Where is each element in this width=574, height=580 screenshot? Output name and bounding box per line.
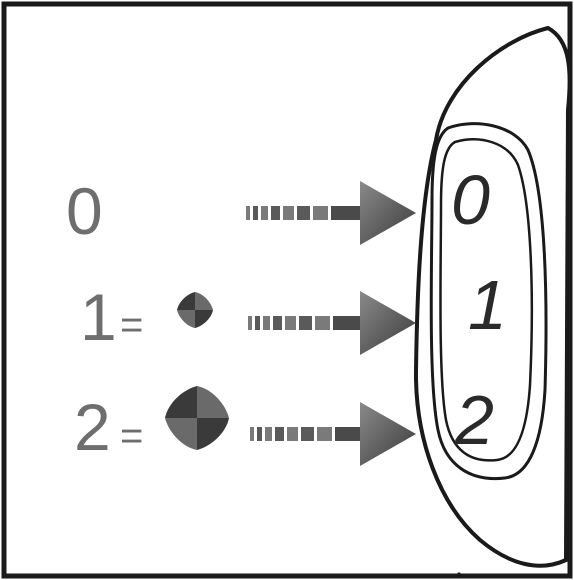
legend-label-1: 1	[80, 280, 117, 354]
arrow-dash	[250, 427, 254, 441]
arrow-head	[360, 402, 416, 466]
legend-label-2: 2	[74, 390, 111, 464]
dial-position-1: 1	[468, 266, 507, 344]
fan-large-icon	[164, 385, 230, 451]
dial-position-0: 0	[451, 161, 490, 239]
bottom-dot	[457, 572, 461, 576]
arrow-dash	[273, 316, 282, 330]
arrow-dash	[313, 206, 328, 220]
arrow-shaft	[335, 427, 362, 441]
pointer-arrows	[246, 181, 416, 466]
arrow-dash	[248, 316, 252, 330]
arrow-dash	[265, 427, 272, 441]
arrow-dash	[257, 427, 262, 441]
arrow-dash	[299, 316, 312, 330]
dashed-arrow-icon	[246, 181, 416, 245]
arrow-shaft	[333, 316, 362, 330]
fan-blade	[197, 386, 229, 418]
fan-blade	[176, 291, 195, 310]
arrow-dash	[271, 206, 280, 220]
fan-blade	[195, 292, 213, 310]
fan-blade	[197, 418, 230, 451]
legend-equals-1: =	[120, 303, 144, 347]
dashed-arrow-icon	[250, 402, 416, 466]
arrow-dash	[297, 206, 310, 220]
arrow-dash	[317, 427, 332, 441]
arrow-dash	[246, 206, 250, 220]
fan-icons	[164, 291, 230, 451]
dashed-arrow-icon	[248, 291, 416, 355]
arrow-dash	[263, 316, 270, 330]
fan-blade	[164, 385, 197, 418]
fan-blade	[177, 310, 195, 328]
arrow-dash	[253, 206, 258, 220]
arrow-dash	[301, 427, 314, 441]
arrow-shaft	[331, 206, 362, 220]
arrow-dash	[315, 316, 330, 330]
arrow-dash	[287, 427, 298, 441]
arrow-dash	[275, 427, 284, 441]
fan-blade	[195, 310, 214, 329]
legend-label-0: 0	[66, 174, 103, 248]
arrow-dash	[255, 316, 260, 330]
legend-equals-2: =	[120, 414, 144, 458]
arrow-head	[360, 181, 416, 245]
arrow-dash	[283, 206, 294, 220]
fan-small-icon	[176, 291, 214, 329]
arrow-head	[360, 291, 416, 355]
arrow-dash	[285, 316, 296, 330]
dial-position-2: 2	[455, 381, 494, 459]
fan-blade	[165, 418, 197, 450]
dial-track	[439, 138, 534, 462]
arrow-dash	[261, 206, 268, 220]
